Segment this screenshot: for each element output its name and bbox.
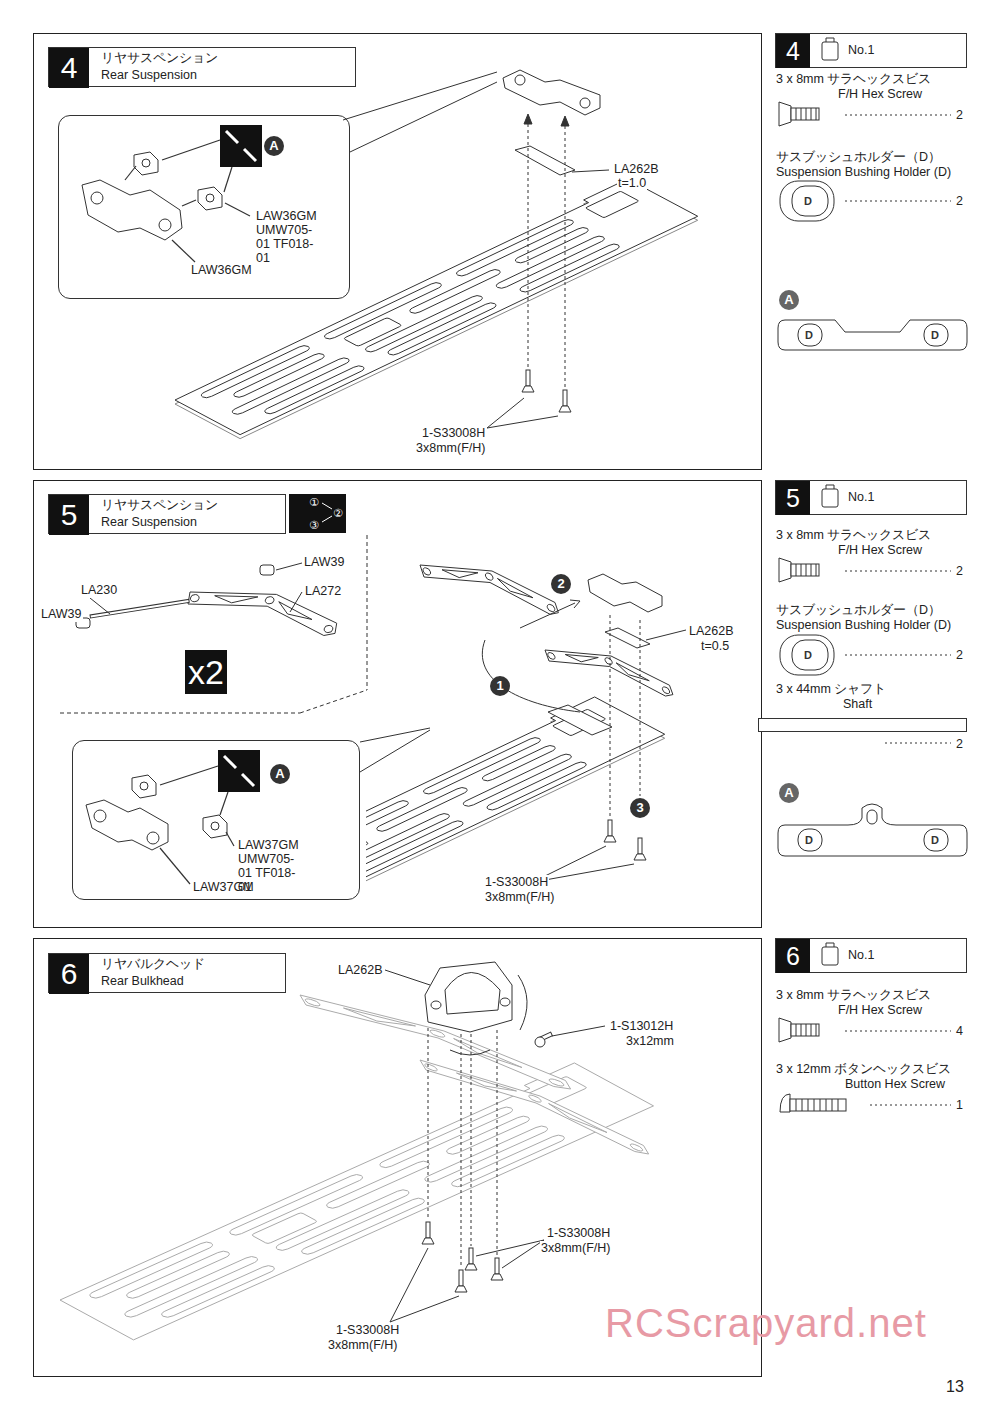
- part-number: 1-S33008H: [546, 1226, 611, 1241]
- quantity: 2: [956, 194, 963, 209]
- quantity: 2: [956, 564, 963, 579]
- part-number: LAW36GM: [191, 263, 252, 278]
- part-mark: D: [805, 834, 813, 846]
- detail-inset: A LAW36GM UMW705-01 TF018-01LAW36GM: [58, 115, 350, 299]
- quantity: 2: [956, 648, 963, 663]
- part-number: LAW39: [303, 555, 346, 570]
- title-ja: リヤサスペンション: [101, 498, 218, 513]
- part-number: LA262B: [613, 162, 659, 177]
- part-number: 1-S13012H: [609, 1019, 674, 1034]
- step-number: 4: [776, 34, 810, 68]
- quantity: 2: [956, 108, 963, 123]
- step-number: 6: [776, 939, 810, 973]
- part-name: 3 x 44mm シャフト: [776, 682, 886, 697]
- screw-size: 3x8mm(F/H): [415, 441, 486, 456]
- order-mark: ①: [309, 496, 319, 508]
- callout-letter: A: [779, 783, 799, 803]
- part-number: 1-S33008H: [421, 426, 486, 441]
- watermark: RCScrapyard.net: [605, 1300, 927, 1346]
- part-number: LAW37GM: [193, 880, 254, 895]
- title-en: Rear Bulkhead: [101, 974, 184, 989]
- quantity: 2: [956, 737, 963, 752]
- callout-letter: A: [779, 290, 799, 310]
- quantity: 1: [956, 1098, 963, 1113]
- title-ja: リヤサスペンション: [101, 51, 218, 66]
- title-en: Rear Suspension: [101, 515, 197, 530]
- page-number: 13: [946, 1378, 964, 1396]
- part-numbers: LAW36GM UMW705-01 TF018-01: [256, 209, 324, 265]
- part-name: Suspension Bushing Holder (D): [776, 618, 951, 633]
- part-mark: D: [931, 834, 939, 846]
- part-number: LA230: [80, 583, 118, 598]
- parts-header: 5 No.1: [775, 480, 967, 515]
- screw-size: 3x8mm(F/H): [540, 1241, 611, 1256]
- callout-number: 2: [551, 574, 571, 594]
- part-name: F/H Hex Screw: [838, 543, 922, 558]
- part-number: LA272: [304, 584, 342, 599]
- step-number: 4: [49, 48, 89, 88]
- step-title-box: 6 リヤバルクヘッド Rear Bulkhead: [48, 953, 286, 993]
- step-title-box: 4 リヤサスペンション Rear Suspension: [48, 47, 356, 87]
- callout-letter: A: [270, 764, 290, 784]
- part-name: Shaft: [843, 697, 872, 712]
- step-number: 5: [776, 481, 810, 515]
- part-number: LA262B: [337, 963, 383, 978]
- callout-number: 1: [490, 676, 510, 696]
- step-title-box: 5 リヤサスペンション Rear Suspension: [48, 494, 286, 534]
- parts-header: 4 No.1: [775, 33, 967, 68]
- thickness: t=1.0: [617, 176, 647, 191]
- parts-header: 6 No.1: [775, 938, 967, 973]
- screw-size: 3x8mm(F/H): [484, 890, 555, 905]
- part-number: 1-S33008H: [335, 1323, 400, 1338]
- part-number: LAW39: [40, 607, 83, 622]
- callout-letter: A: [264, 136, 284, 156]
- part-name: サスブッシュホルダー（D）: [776, 150, 941, 165]
- quantity-badge: x2: [185, 650, 227, 694]
- title-ja: リヤバルクヘッド: [101, 957, 205, 972]
- part-name: 3 x 8mm サラヘックスビス: [776, 528, 931, 543]
- callout-number: 3: [630, 798, 650, 818]
- thickness: t=0.5: [700, 639, 730, 654]
- bag-number: No.1: [848, 490, 874, 505]
- part-name: 3 x 8mm サラヘックスビス: [776, 988, 931, 1003]
- title-en: Rear Suspension: [101, 68, 197, 83]
- screw-size: 3x12mm: [625, 1034, 675, 1049]
- part-name: 3 x 8mm サラヘックスビス: [776, 72, 931, 87]
- detail-inset: ALAW37GM UMW705-01 TF018-01LAW37GM: [72, 740, 360, 900]
- part-mark: D: [931, 329, 939, 341]
- part-name: F/H Hex Screw: [838, 87, 922, 102]
- step-number: 5: [49, 495, 89, 535]
- part-name: サスブッシュホルダー（D）: [776, 603, 941, 618]
- order-mark: ②: [333, 507, 343, 519]
- screw-size: 3x8mm(F/H): [327, 1338, 398, 1353]
- step-number: 6: [49, 954, 89, 994]
- part-name: 3 x 12mm ボタンヘックスビス: [776, 1062, 951, 1077]
- part-mark: D: [804, 649, 812, 661]
- part-name: Suspension Bushing Holder (D): [776, 165, 951, 180]
- part-number: LA262B: [688, 624, 734, 639]
- bag-number: No.1: [848, 43, 874, 58]
- part-number: 1-S33008H: [484, 875, 549, 890]
- bag-number: No.1: [848, 948, 874, 963]
- quantity: 4: [956, 1024, 963, 1039]
- part-mark: D: [805, 329, 813, 341]
- part-name: Button Hex Screw: [845, 1077, 945, 1092]
- order-mark: ③: [309, 519, 319, 531]
- part-name: F/H Hex Screw: [838, 1003, 922, 1018]
- part-mark: D: [804, 195, 812, 207]
